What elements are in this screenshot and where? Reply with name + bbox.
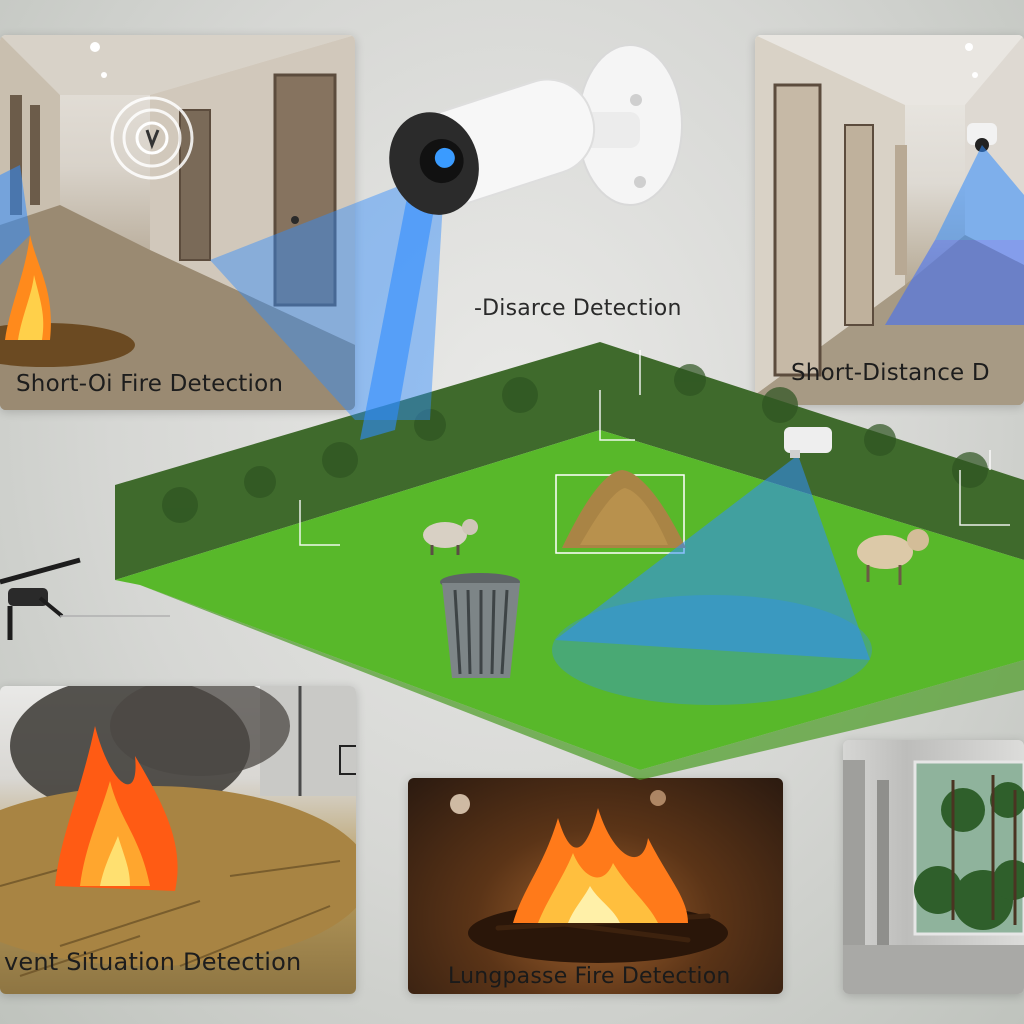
forest-panel-bottom-right <box>843 740 1024 994</box>
label-short-fire-detection: Short-Oi Fire Detection <box>16 371 284 397</box>
label-short-distance: Short-Distance D <box>791 360 990 386</box>
security-camera-icon <box>967 123 997 152</box>
fire-panel-bottom-left: vent Situation Detection <box>0 686 356 994</box>
label-event-situation-detection: vent Situation Detection <box>4 948 302 976</box>
security-camera-icon <box>389 44 683 215</box>
sensor-icon <box>784 427 832 458</box>
corridor-panel-top-right: Short-Distance D <box>755 35 1024 405</box>
lawn-sensor <box>552 427 872 705</box>
trash-bin-icon <box>440 573 520 678</box>
drone-icon <box>0 557 170 640</box>
goat-right <box>857 529 929 585</box>
fire-icon <box>55 726 178 891</box>
fire-panel-bottom-center: Lungpasse Fire Detection <box>408 778 783 994</box>
hay-pile <box>555 470 686 554</box>
label-long-distance-fire-detection: Lungpasse Fire Detection <box>448 964 731 989</box>
corridor-scene <box>0 35 355 410</box>
fire-icon <box>5 235 51 340</box>
sensor-icon <box>110 96 194 180</box>
hay-fire-scene <box>0 686 356 977</box>
label-distance-detection: -Disarce Detection <box>474 296 682 321</box>
night-fire-scene <box>450 790 728 963</box>
corridor-panel-top-left: Short-Oi Fire Detection <box>0 35 355 410</box>
forest-scene <box>843 760 1024 994</box>
goat-left <box>423 519 478 555</box>
hedge <box>115 342 1024 580</box>
corridor-scene <box>755 35 1024 405</box>
fire-icon <box>513 808 688 923</box>
